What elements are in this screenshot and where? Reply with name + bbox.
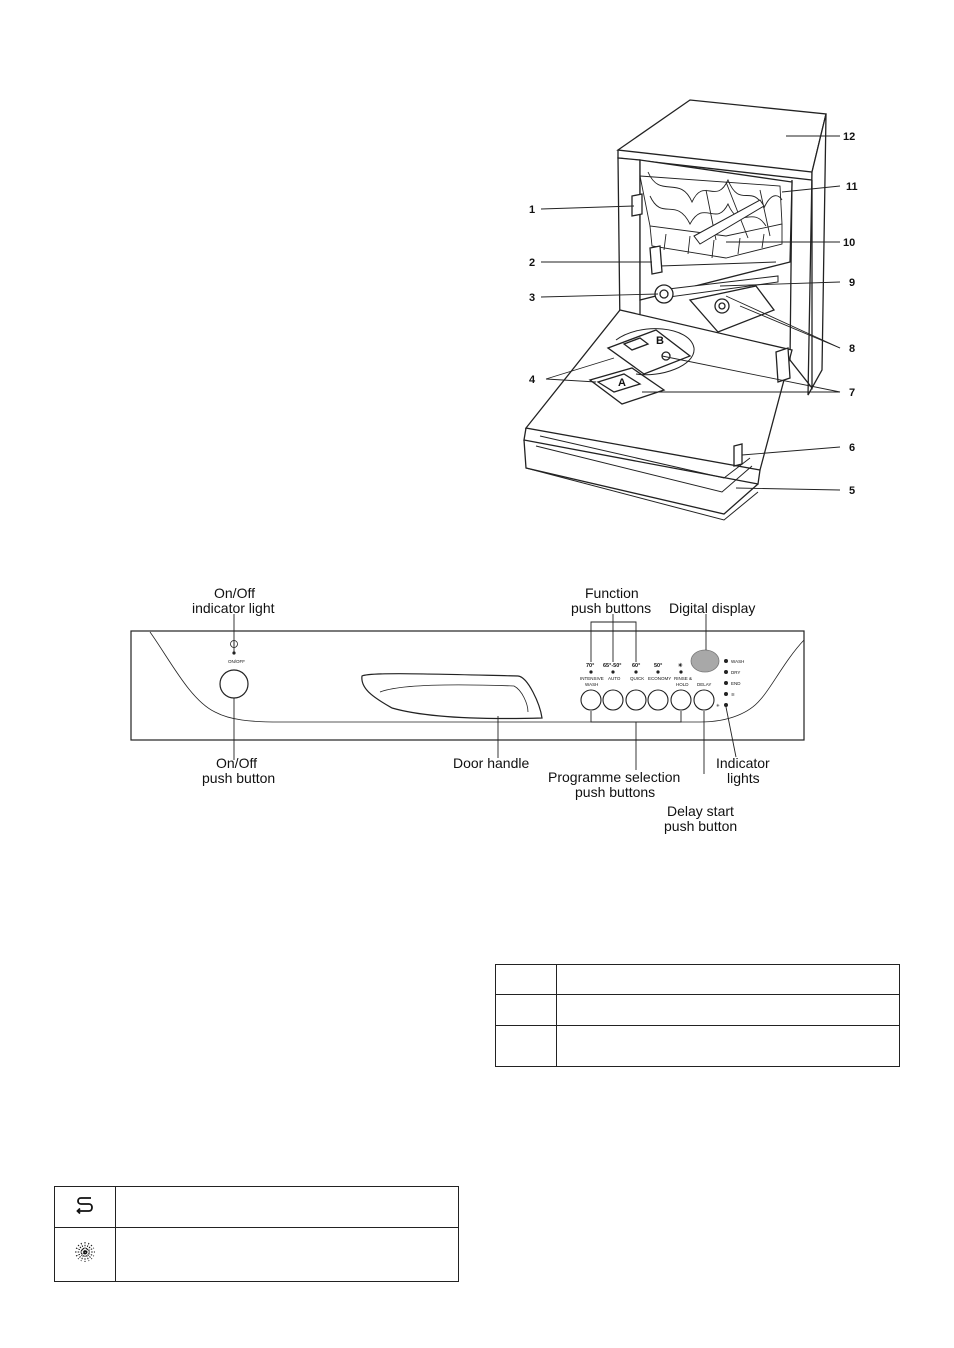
callout-3: 3	[529, 292, 535, 304]
callout-numbers: 1 2 3 4 5 6 7 8 9 10 11 12 A B	[529, 131, 858, 497]
indicator-wash: WASH	[731, 659, 744, 664]
callout-4: 4	[529, 374, 536, 386]
programme-temp: 50°	[654, 663, 662, 669]
callout-2: 2	[529, 257, 535, 269]
zone-label-b: B	[656, 335, 664, 347]
function-label-1: Function	[585, 585, 639, 601]
table-cell	[115, 1186, 459, 1228]
programme-button-rinse-hold[interactable]: ✳ RINSE & HOLD	[670, 662, 692, 711]
table-cell	[115, 1227, 459, 1282]
rinse-aid-indicator-icon: ✳	[716, 703, 720, 708]
delay-label: DELAY	[697, 682, 711, 687]
door-handle-label: Door handle	[453, 755, 529, 771]
onoff-small-label: ON/OFF	[228, 659, 245, 664]
programme-name: INTENSIVE	[580, 676, 604, 681]
programme-temp: 70°	[586, 663, 594, 669]
delay-start-button[interactable]: DELAY	[693, 682, 715, 711]
rinse-aid-icon	[75, 1242, 95, 1262]
indicator-lights: WASH DRY END ≋ ✳	[716, 659, 744, 708]
callout-12: 12	[843, 131, 855, 143]
indicator-label-2: lights	[727, 770, 760, 786]
callout-6: 6	[849, 442, 855, 454]
table-cell	[495, 994, 557, 1026]
callout-9: 9	[849, 277, 855, 289]
programme-name: ECONOMY	[648, 676, 671, 681]
zone-label-a: A	[618, 377, 626, 389]
indicator-end: END	[731, 681, 741, 686]
panel-labels: On/Off indicator light Function push but…	[192, 585, 770, 834]
indicator-salt: ≋	[731, 692, 735, 697]
programme-name-2: WASH	[585, 682, 598, 687]
programme-label-2: push buttons	[575, 784, 655, 800]
table-cell	[556, 1025, 900, 1067]
table-cell	[495, 964, 557, 995]
panel-leaders	[233, 614, 737, 774]
indicator-dry: DRY	[731, 670, 740, 675]
onoff-light-label-2: indicator light	[192, 600, 275, 616]
programme-button-auto[interactable]: 65°-50° AUTO	[602, 663, 624, 711]
programme-name: QUICK	[630, 676, 644, 681]
table-cell	[54, 1186, 116, 1228]
programme-button-quick[interactable]: 60° QUICK	[625, 663, 647, 711]
table-row	[54, 1186, 459, 1228]
rinse-hold-icon: ✳	[678, 662, 683, 669]
onoff-push-button[interactable]	[219, 669, 249, 699]
programme-name: RINSE &	[674, 676, 692, 681]
table-row	[54, 1227, 459, 1282]
dishwasher-illustration	[523, 99, 827, 521]
delay-label-1: Delay start	[667, 803, 734, 819]
callout-10: 10	[843, 237, 855, 249]
function-label-2: push buttons	[571, 600, 651, 616]
table-cell	[54, 1227, 116, 1282]
programme-label-1: Programme selection	[548, 769, 680, 785]
table-row	[495, 1025, 900, 1067]
hardness-table	[495, 964, 900, 1067]
table-cell	[495, 1025, 557, 1067]
onoff-light-label-1: On/Off	[214, 585, 255, 601]
programme-button-economy[interactable]: 50° ECONOMY	[647, 663, 671, 711]
callout-5: 5	[849, 485, 855, 497]
callout-11: 11	[846, 181, 858, 193]
onoff-button-label-1: On/Off	[216, 755, 257, 771]
onoff-section: ON/OFF	[219, 640, 249, 699]
callout-leaders	[540, 135, 841, 491]
table-row	[495, 964, 900, 995]
callout-7: 7	[849, 387, 855, 399]
salt-icon	[76, 1196, 93, 1214]
delay-label-2: push button	[664, 818, 737, 834]
indicator-icon-table	[54, 1186, 459, 1282]
callout-8: 8	[849, 343, 855, 355]
programme-temp: 60°	[632, 663, 640, 669]
indicator-label-1: Indicator	[716, 755, 770, 771]
table-row	[495, 994, 900, 1026]
table-cell	[556, 994, 900, 1026]
programme-button-intensive[interactable]: 70° INTENSIVE WASH	[580, 663, 604, 711]
callout-1: 1	[529, 204, 535, 216]
door-handle[interactable]	[361, 673, 543, 720]
digital-display	[690, 649, 720, 673]
table-cell	[556, 964, 900, 995]
programme-buttons: 70° INTENSIVE WASH 65°-50° AUTO 60° QUIC…	[580, 662, 715, 711]
onoff-indicator-light	[232, 651, 236, 655]
programme-name-2: HOLD	[676, 682, 689, 687]
programme-name: AUTO	[608, 676, 621, 681]
digital-display-label: Digital display	[669, 600, 755, 616]
onoff-button-label-2: push button	[202, 770, 275, 786]
programme-temp: 65°-50°	[603, 663, 621, 669]
